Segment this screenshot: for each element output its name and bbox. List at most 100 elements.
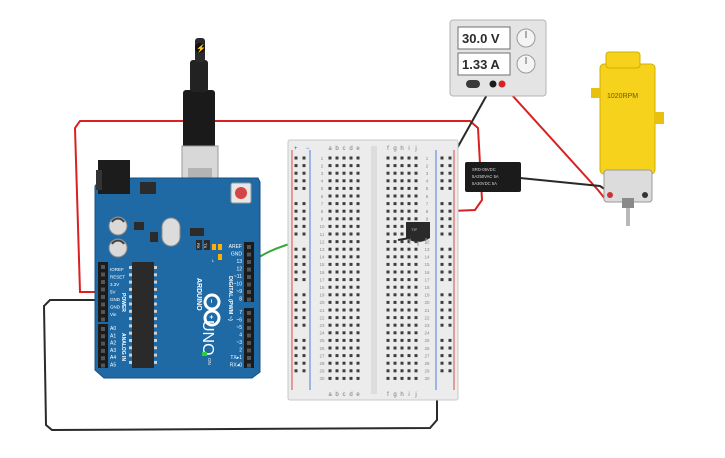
- breadboard-hole[interactable]: [328, 323, 332, 327]
- breadboard-hole[interactable]: [356, 369, 360, 373]
- breadboard-hole[interactable]: [407, 331, 411, 335]
- rail-hole[interactable]: [448, 346, 452, 350]
- breadboard-hole[interactable]: [349, 224, 353, 228]
- breadboard-hole[interactable]: [342, 164, 346, 168]
- breadboard-hole[interactable]: [414, 270, 418, 274]
- breadboard-hole[interactable]: [328, 338, 332, 342]
- breadboard-hole[interactable]: [349, 164, 353, 168]
- breadboard-hole[interactable]: [393, 255, 397, 259]
- breadboard-hole[interactable]: [349, 262, 353, 266]
- breadboard-hole[interactable]: [386, 270, 390, 274]
- header-hole[interactable]: [247, 333, 251, 338]
- header-hole[interactable]: [101, 348, 105, 353]
- rail-hole[interactable]: [440, 156, 444, 160]
- rail-hole[interactable]: [440, 232, 444, 236]
- breadboard-hole[interactable]: [400, 278, 404, 282]
- breadboard-hole[interactable]: [335, 270, 339, 274]
- header-hole[interactable]: [247, 311, 251, 315]
- header-hole[interactable]: [247, 282, 251, 287]
- rail-hole[interactable]: [302, 270, 306, 274]
- breadboard-hole[interactable]: [335, 194, 339, 198]
- breadboard-hole[interactable]: [393, 164, 397, 168]
- breadboard-hole[interactable]: [328, 171, 332, 175]
- breadboard-hole[interactable]: [400, 376, 404, 380]
- rail-hole[interactable]: [448, 300, 452, 304]
- rail-hole[interactable]: [448, 156, 452, 160]
- breadboard-hole[interactable]: [400, 240, 404, 244]
- breadboard-hole[interactable]: [386, 186, 390, 190]
- breadboard-hole[interactable]: [393, 156, 397, 160]
- rail-hole[interactable]: [448, 171, 452, 175]
- breadboard-hole[interactable]: [356, 300, 360, 304]
- rail-hole[interactable]: [448, 262, 452, 266]
- breadboard-hole[interactable]: [349, 270, 353, 274]
- rail-hole[interactable]: [440, 262, 444, 266]
- breadboard-hole[interactable]: [335, 331, 339, 335]
- breadboard-hole[interactable]: [328, 376, 332, 380]
- header-hole[interactable]: [101, 280, 105, 284]
- breadboard-hole[interactable]: [356, 323, 360, 327]
- breadboard-hole[interactable]: [407, 308, 411, 312]
- breadboard-hole[interactable]: [328, 278, 332, 282]
- rail-hole[interactable]: [302, 316, 306, 320]
- rail-hole[interactable]: [302, 232, 306, 236]
- breadboard-hole[interactable]: [407, 247, 411, 251]
- breadboard-hole[interactable]: [328, 202, 332, 206]
- breadboard-hole[interactable]: [335, 308, 339, 312]
- breadboard-hole[interactable]: [328, 369, 332, 373]
- breadboard-hole[interactable]: [356, 202, 360, 206]
- rail-hole[interactable]: [440, 308, 444, 312]
- rail-hole[interactable]: [440, 247, 444, 251]
- rail-hole[interactable]: [294, 338, 298, 342]
- breadboard-hole[interactable]: [356, 240, 360, 244]
- breadboard-hole[interactable]: [328, 224, 332, 228]
- header-hole[interactable]: [101, 363, 105, 368]
- breadboard-hole[interactable]: [414, 300, 418, 304]
- breadboard-hole[interactable]: [335, 179, 339, 183]
- breadboard-hole[interactable]: [407, 300, 411, 304]
- rail-hole[interactable]: [302, 186, 306, 190]
- rail-hole[interactable]: [294, 202, 298, 206]
- breadboard-hole[interactable]: [349, 361, 353, 365]
- breadboard-hole[interactable]: [386, 323, 390, 327]
- breadboard-hole[interactable]: [342, 232, 346, 236]
- rail-hole[interactable]: [302, 369, 306, 373]
- breadboard-hole[interactable]: [400, 217, 404, 221]
- rail-hole[interactable]: [448, 179, 452, 183]
- rail-hole[interactable]: [294, 308, 298, 312]
- breadboard-hole[interactable]: [356, 232, 360, 236]
- breadboard-hole[interactable]: [407, 209, 411, 213]
- breadboard-hole[interactable]: [349, 255, 353, 259]
- header-hole[interactable]: [101, 317, 105, 322]
- breadboard-hole[interactable]: [393, 323, 397, 327]
- breadboard-hole[interactable]: [400, 361, 404, 365]
- breadboard-hole[interactable]: [349, 308, 353, 312]
- rail-hole[interactable]: [302, 346, 306, 350]
- rail-hole[interactable]: [448, 369, 452, 373]
- rail-hole[interactable]: [448, 270, 452, 274]
- breadboard-hole[interactable]: [414, 369, 418, 373]
- rail-hole[interactable]: [440, 293, 444, 297]
- breadboard-hole[interactable]: [414, 316, 418, 320]
- breadboard-hole[interactable]: [356, 376, 360, 380]
- breadboard-hole[interactable]: [342, 186, 346, 190]
- breadboard-hole[interactable]: [400, 179, 404, 183]
- breadboard-hole[interactable]: [342, 224, 346, 228]
- breadboard-hole[interactable]: [335, 376, 339, 380]
- rail-hole[interactable]: [440, 202, 444, 206]
- breadboard-hole[interactable]: [407, 262, 411, 266]
- breadboard-hole[interactable]: [407, 323, 411, 327]
- breadboard-hole[interactable]: [400, 262, 404, 266]
- breadboard-hole[interactable]: [393, 354, 397, 358]
- breadboard-hole[interactable]: [342, 270, 346, 274]
- breadboard-hole[interactable]: [386, 369, 390, 373]
- breadboard-hole[interactable]: [393, 232, 397, 236]
- breadboard-hole[interactable]: [335, 293, 339, 297]
- breadboard-hole[interactable]: [335, 354, 339, 358]
- breadboard-hole[interactable]: [356, 171, 360, 175]
- breadboard-hole[interactable]: [400, 270, 404, 274]
- rail-hole[interactable]: [302, 338, 306, 342]
- breadboard-hole[interactable]: [414, 361, 418, 365]
- breadboard-hole[interactable]: [386, 262, 390, 266]
